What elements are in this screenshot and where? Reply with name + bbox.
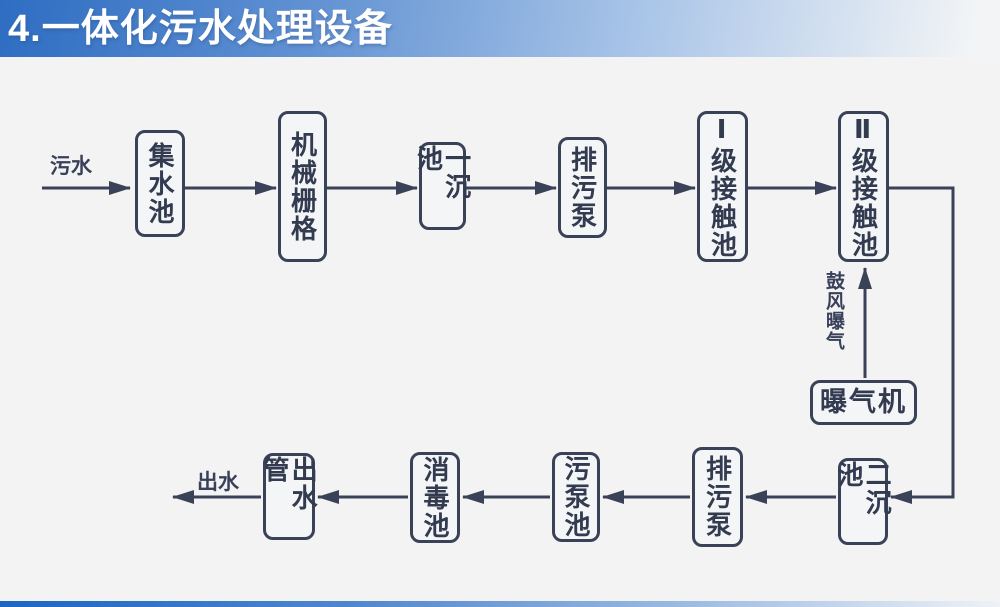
- footer-accent-bar: [0, 601, 1000, 607]
- outflow-label: 出水: [197, 471, 239, 494]
- node-collecting-tank: 集水池: [135, 130, 185, 237]
- node-sludge-pump-tank: 污泵池: [552, 452, 600, 542]
- inflow-label: 污水: [50, 155, 92, 178]
- page-title: 4.一体化污水处理设备: [8, 7, 393, 50]
- node-mechanical-grid: 机械栅格: [278, 111, 327, 262]
- node-aerator: 曝气机: [810, 380, 917, 425]
- aeration-label: 鼓风曝气: [823, 271, 844, 351]
- node-outlet-pipe: 出水管: [260, 453, 318, 540]
- title-bar: 4.一体化污水处理设备: [0, 0, 1000, 57]
- node-disinfection-tank: 消毒池: [410, 452, 460, 543]
- node-primary-sedimentation: 一沉池: [414, 142, 472, 230]
- node-sewage-pump-top: 排污泵: [558, 137, 607, 238]
- arrow-stage2-to-secondary: [889, 186, 955, 504]
- node-secondary-sedimentation: 二沉池: [834, 458, 892, 545]
- node-stage1-contact-tank: Ⅰ级接触池: [697, 111, 748, 262]
- node-sewage-pump-bottom: 排污泵: [692, 447, 743, 547]
- node-stage2-contact-tank: Ⅱ级接触池: [838, 111, 889, 262]
